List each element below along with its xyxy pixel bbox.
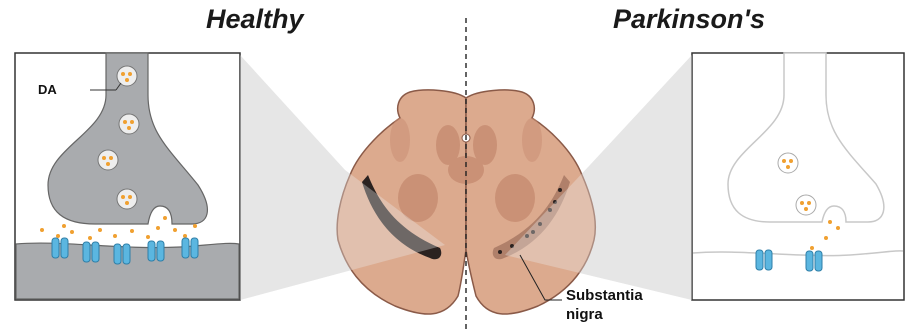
dopamine-label: DA [38, 82, 57, 97]
parkinsons-synapse-panel [692, 53, 904, 300]
substantia-nigra-label-line2: nigra [566, 306, 603, 323]
substantia-nigra-label-line1: Substantia [566, 287, 643, 304]
healthy-title: Healthy [206, 4, 304, 35]
parkinsons-title: Parkinson's [613, 4, 765, 35]
